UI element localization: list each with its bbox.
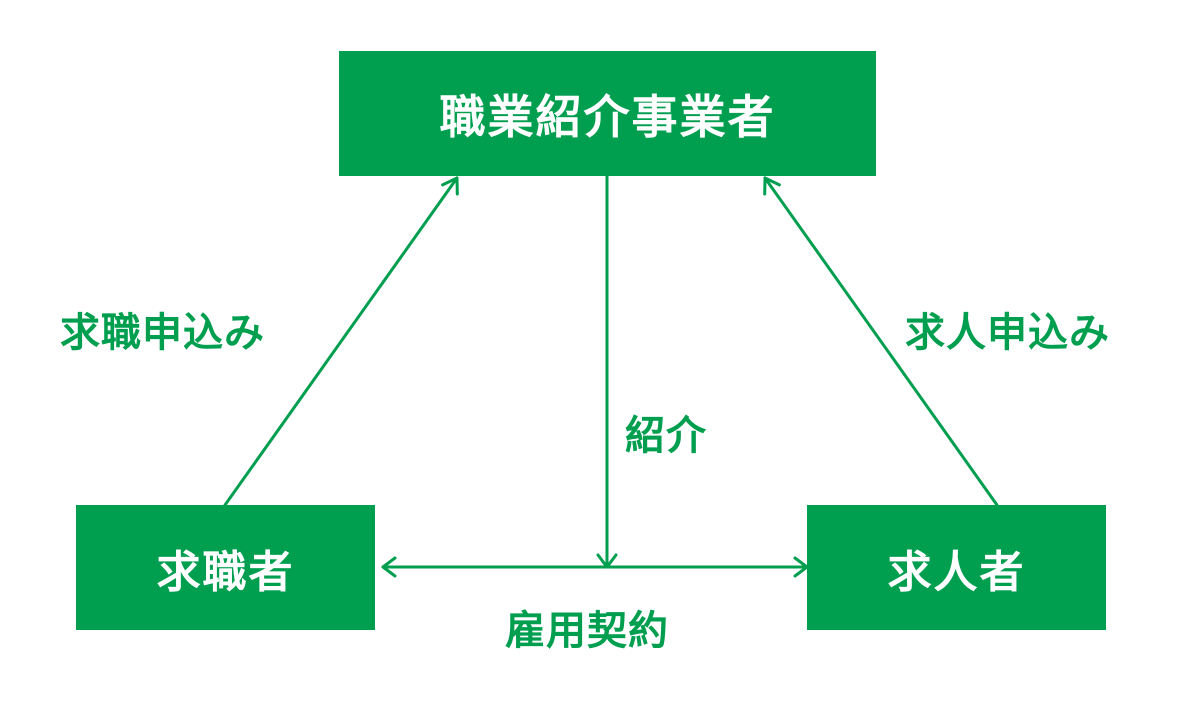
node-job-seeker: 求職者: [76, 505, 375, 630]
node-job-seeker-label: 求職者: [156, 546, 295, 598]
node-employer: 求人者: [807, 505, 1106, 630]
edge-label-job-application: 求職申込み: [60, 310, 265, 356]
edge-label-introduction: 紹介: [625, 413, 707, 459]
node-employer-label: 求人者: [887, 546, 1026, 598]
node-employment-agency: 職業紹介事業者: [339, 51, 876, 176]
arrow-job-seeker-to-agency: [223, 176, 459, 507]
arrow-employer-to-agency: [763, 176, 999, 507]
arrow-agency-introduction: [596, 174, 618, 569]
arrow-employment-contract: [381, 556, 809, 578]
edge-label-job-offer-application: 求人申込み: [905, 310, 1110, 356]
node-employment-agency-label: 職業紹介事業者: [439, 89, 776, 144]
edge-label-employment-contract: 雇用契約: [505, 608, 669, 654]
